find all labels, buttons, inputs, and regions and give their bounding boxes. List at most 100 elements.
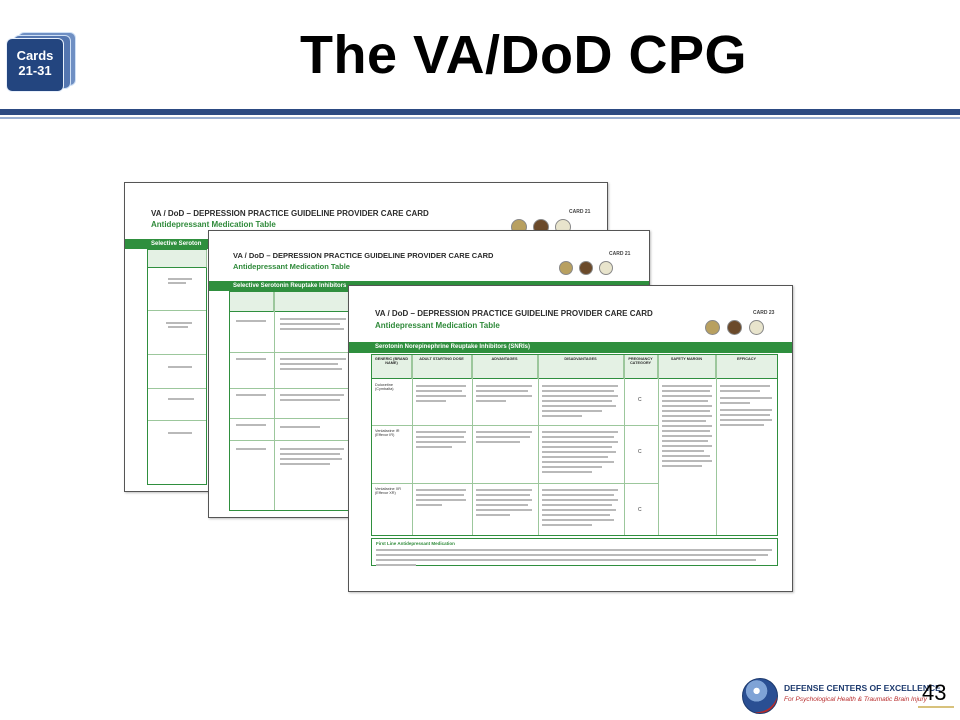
cell-text <box>236 448 266 450</box>
cell-text <box>476 385 532 387</box>
row-divider <box>148 420 206 421</box>
cell-text <box>280 318 346 320</box>
cell-text <box>662 420 706 422</box>
cell-text <box>476 395 532 397</box>
snri-table: GENERIC (BRAND NAME) ADULT STARTING DOSE… <box>371 354 778 536</box>
cell-text <box>542 489 618 491</box>
cell-text <box>476 499 532 501</box>
row-divider <box>148 388 206 389</box>
column-divider <box>716 355 717 535</box>
pregnancy-category: C <box>638 507 642 513</box>
row-divider <box>148 354 206 355</box>
cell-text <box>720 402 750 404</box>
column-header <box>148 250 207 268</box>
cell-text <box>416 395 466 397</box>
cell-text <box>662 430 710 432</box>
cell-text <box>662 385 712 387</box>
cell-text <box>236 394 266 396</box>
cell-text <box>662 400 708 402</box>
cell-text <box>236 424 266 426</box>
cell-text <box>542 471 592 473</box>
cell-text <box>280 368 342 370</box>
cell-text <box>542 519 614 521</box>
cell-text <box>542 410 602 412</box>
med-table <box>229 291 369 511</box>
cell-text <box>662 390 710 392</box>
card-subheading: Antidepressant Medication Table <box>233 262 350 271</box>
slide-title: The VA/DoD CPG <box>300 25 748 85</box>
cell-text <box>720 397 772 399</box>
generic-name: Venlafaxine IR (Effexor IR) <box>375 429 400 437</box>
cell-text <box>416 489 466 491</box>
card-subheading: Antidepressant Medication Table <box>375 321 500 330</box>
cell-text <box>236 358 266 360</box>
column-header-advantages: ADVANTAGES <box>472 355 538 379</box>
row-divider <box>230 440 368 441</box>
cell-text <box>720 414 770 416</box>
cell-text <box>542 524 592 526</box>
cell-text <box>416 504 442 506</box>
cell-text <box>416 400 446 402</box>
cell-text <box>168 282 186 284</box>
cell-text <box>280 463 330 465</box>
pregnancy-category: C <box>638 397 642 403</box>
cell-text <box>280 363 338 365</box>
cell-text <box>720 419 772 421</box>
cell-text <box>662 415 712 417</box>
badge-text: Cards 21-31 <box>6 38 64 92</box>
cell-text <box>168 326 188 328</box>
header-rule-thin <box>0 117 960 119</box>
note-title: First Line Antidepressant Medication <box>376 541 455 546</box>
cell-text <box>416 494 464 496</box>
first-line-note: First Line Antidepressant Medication <box>371 538 778 566</box>
cell-text <box>476 400 506 402</box>
cell-text <box>662 405 712 407</box>
agency-logo-icon <box>749 320 764 335</box>
row-divider <box>230 352 368 353</box>
cell-text <box>542 436 614 438</box>
cell-text <box>476 514 510 516</box>
note-text <box>376 554 768 556</box>
card-heading: VA / DoD – DEPRESSION PRACTICE GUIDELINE… <box>233 251 494 260</box>
page-number-rule <box>918 706 954 708</box>
note-text <box>376 549 772 551</box>
cell-text <box>542 441 618 443</box>
column-divider <box>538 355 539 535</box>
agency-logo-icon <box>599 261 613 275</box>
cell-text <box>662 425 712 427</box>
cell-text <box>476 436 530 438</box>
footer-org-name: DEFENSE CENTERS OF EXCELLENCE <box>784 683 941 693</box>
dcoe-logo: DEFENSE CENTERS OF EXCELLENCE For Psycho… <box>742 676 942 716</box>
column-divider <box>472 355 473 535</box>
va-seal-icon <box>705 320 720 335</box>
cell-text <box>476 431 532 433</box>
card-subheading: Antidepressant Medication Table <box>151 220 276 229</box>
cell-text <box>542 466 602 468</box>
badge-layer-front <box>6 38 64 92</box>
cell-text <box>280 399 340 401</box>
column-divider <box>412 355 413 535</box>
row-divider <box>372 483 658 484</box>
cards-badge: Cards 21-31 <box>6 30 76 94</box>
cell-text <box>542 395 618 397</box>
cell-text <box>542 514 610 516</box>
card-heading: VA / DoD – DEPRESSION PRACTICE GUIDELINE… <box>375 309 653 318</box>
cell-text <box>662 455 710 457</box>
cell-text <box>168 398 194 400</box>
column-divider <box>274 292 275 510</box>
cell-text <box>542 385 618 387</box>
cell-text <box>542 451 616 453</box>
cell-text <box>542 504 612 506</box>
cell-text <box>662 395 712 397</box>
badge-line-2: 21-31 <box>18 63 52 78</box>
cell-text <box>416 390 462 392</box>
column-divider <box>658 355 659 535</box>
cell-text <box>476 504 528 506</box>
cell-text <box>166 322 192 324</box>
header-rule <box>0 109 960 115</box>
cell-text <box>542 456 608 458</box>
cell-text <box>168 432 192 434</box>
cell-text <box>476 494 530 496</box>
cell-text <box>542 446 612 448</box>
